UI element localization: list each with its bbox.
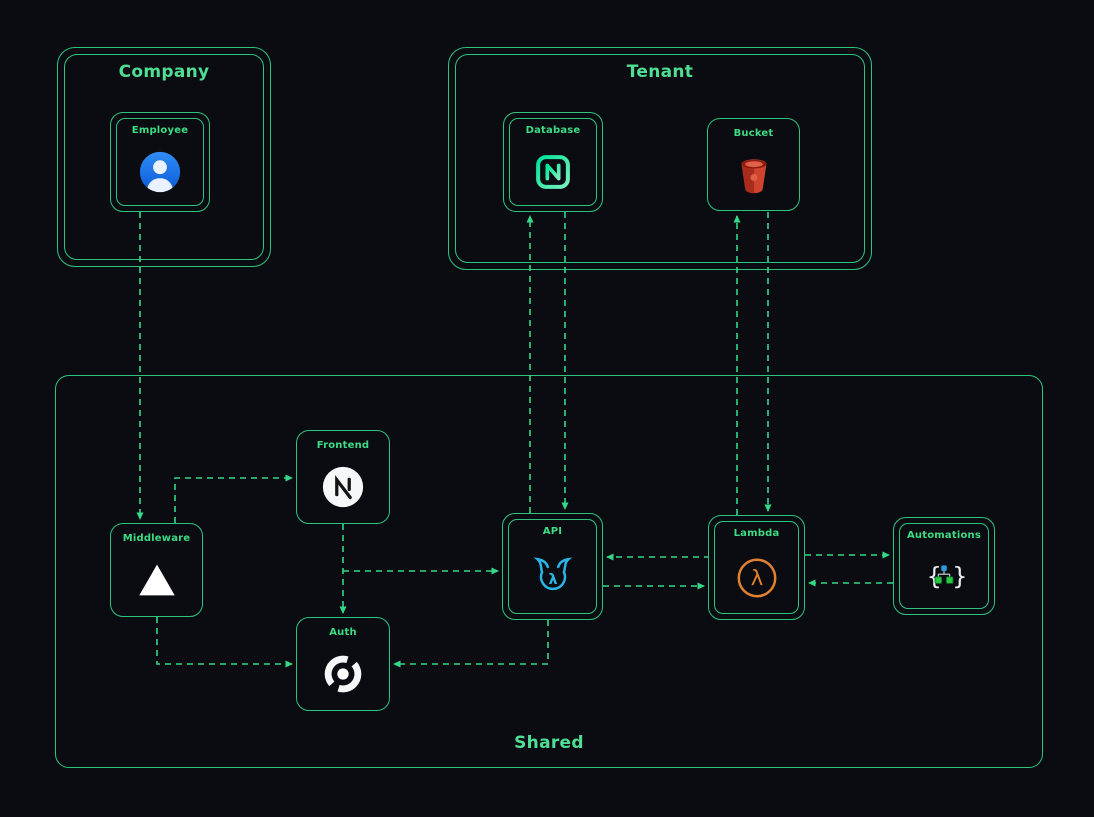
group-company[interactable]: Company <box>57 47 271 267</box>
node-api[interactable]: API λ <box>502 513 603 620</box>
node-lambda[interactable]: Lambda λ <box>708 515 805 620</box>
node-auth-label: Auth <box>329 627 357 638</box>
node-middleware-label: Middleware <box>122 533 191 544</box>
svg-text:λ: λ <box>750 565 762 590</box>
group-shared-title: Shared <box>514 733 584 753</box>
aws-lambda-icon: λ <box>709 540 804 615</box>
node-auth[interactable]: Auth <box>296 617 390 711</box>
svg-text:λ: λ <box>548 572 557 588</box>
api-lambda-icon: λ <box>503 538 602 615</box>
node-employee[interactable]: Employee <box>110 112 210 212</box>
node-database-label: Database <box>525 125 581 136</box>
group-tenant[interactable]: Tenant <box>448 47 872 270</box>
node-bucket-label: Bucket <box>733 128 774 139</box>
svg-text:}: } <box>952 562 966 590</box>
s3-bucket-icon <box>708 143 799 206</box>
user-icon <box>111 137 209 207</box>
node-bucket[interactable]: Bucket <box>707 118 800 211</box>
vercel-triangle-icon <box>111 548 202 612</box>
node-employee-label: Employee <box>131 125 189 136</box>
node-automations[interactable]: Automations { } <box>893 517 995 615</box>
group-tenant-title: Tenant <box>626 62 694 82</box>
workflow-braces-icon: { } <box>894 542 994 610</box>
node-frontend-label: Frontend <box>316 440 370 451</box>
node-api-label: API <box>542 526 563 537</box>
neon-database-icon <box>504 137 602 207</box>
svg-text:{: { <box>927 562 942 590</box>
nextjs-icon <box>297 455 389 519</box>
node-frontend[interactable]: Frontend <box>296 430 390 524</box>
group-tenant-inner-border <box>455 54 865 263</box>
group-shared[interactable]: Shared <box>55 375 1043 768</box>
node-database[interactable]: Database <box>503 112 603 212</box>
group-company-title: Company <box>118 62 210 82</box>
node-lambda-label: Lambda <box>733 528 780 539</box>
node-automations-label: Automations <box>906 530 982 541</box>
clerk-icon <box>297 642 389 706</box>
node-middleware[interactable]: Middleware <box>110 523 203 617</box>
group-company-inner-border <box>64 54 264 260</box>
